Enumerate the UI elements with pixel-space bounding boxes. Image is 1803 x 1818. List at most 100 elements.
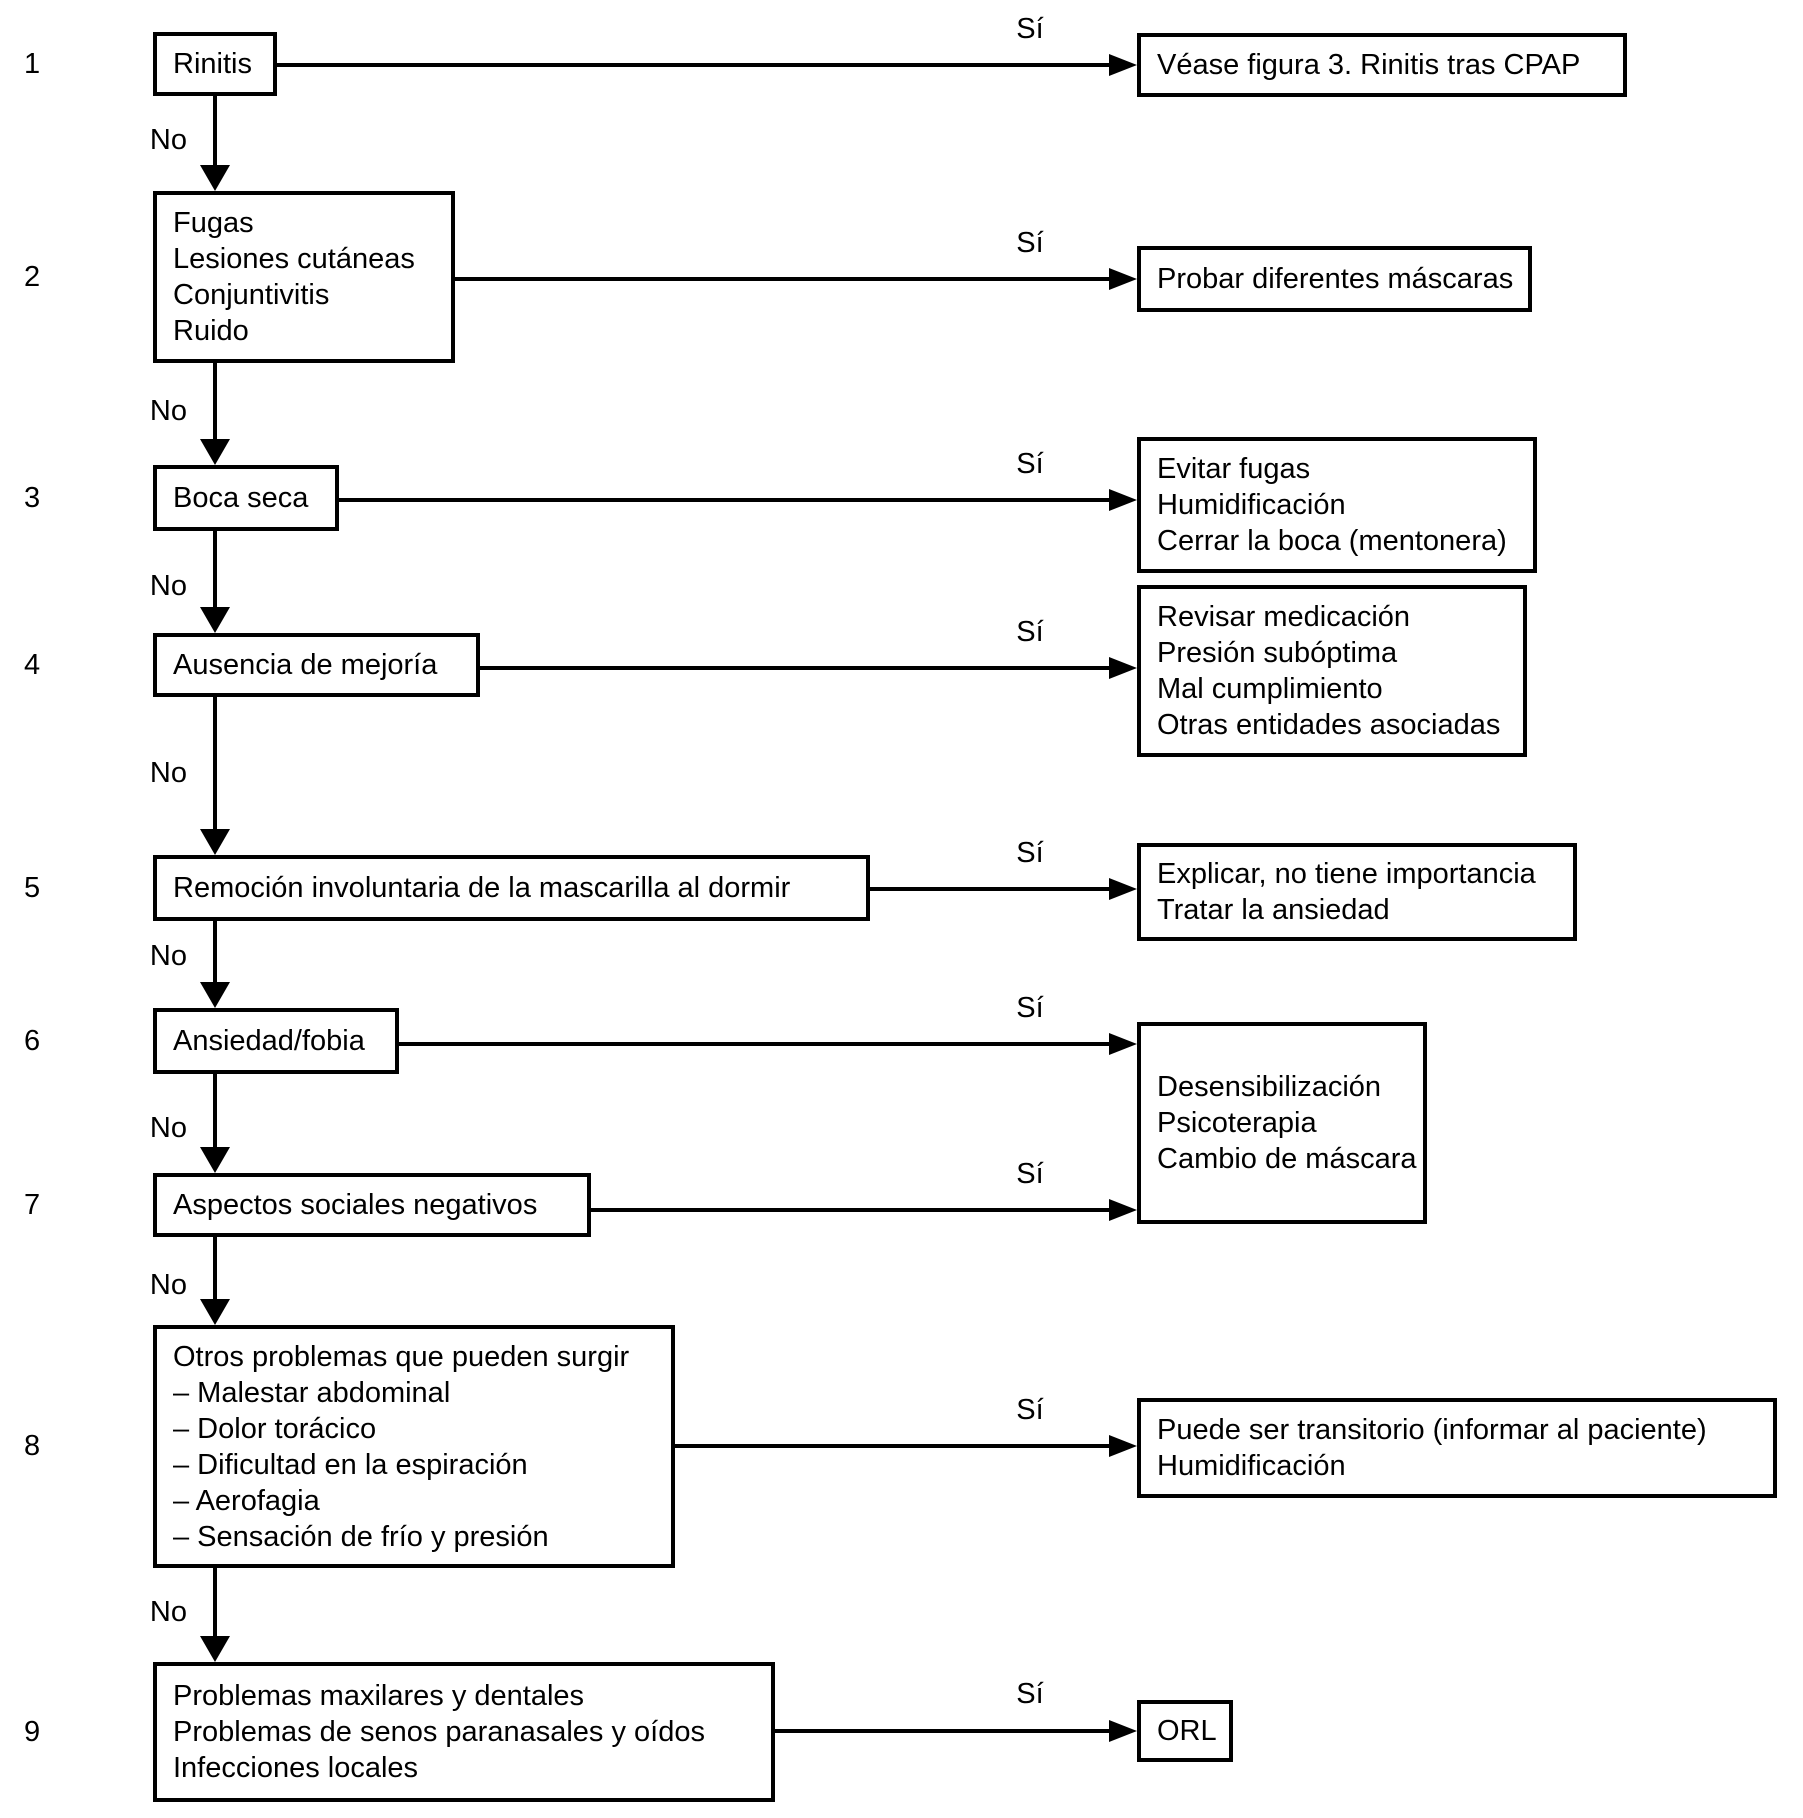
yes-label: Sí (1016, 448, 1044, 480)
result-box-orl-line: ORL (1157, 1715, 1217, 1747)
arrow-right-icon (1109, 54, 1137, 76)
yes-connector-line (277, 63, 1112, 67)
step-number-6: 6 (24, 1025, 41, 1057)
step-box-otros-problemas-line: Otros problemas que pueden surgir (173, 1340, 630, 1373)
step-box-otros-problemas-line: – Sensación de frío y presión (173, 1520, 549, 1553)
step-number-7: 7 (24, 1189, 41, 1221)
yes-connector-line (591, 1208, 1112, 1212)
yes-connector-line (675, 1444, 1112, 1448)
yes-connector-line (455, 277, 1112, 281)
result-box-ansiedad-social-line: Psicoterapia (1157, 1107, 1317, 1139)
step-box-remocion-mascarilla-line: Remoción involuntaria de la mascarilla a… (173, 872, 791, 904)
yes-label: Sí (1016, 1678, 1044, 1710)
step-number-2: 2 (24, 261, 41, 293)
step-box-remocion-mascarilla: Remoción involuntaria de la mascarilla a… (153, 855, 870, 921)
arrow-down-icon (200, 829, 230, 855)
arrow-right-icon (1109, 1033, 1137, 1055)
step-box-fugas-line: Ruido (173, 315, 249, 347)
result-box-ausencia-mejoria-line: Presión subóptima (1157, 637, 1398, 669)
step-box-otros-problemas-line: – Aerofagia (173, 1484, 320, 1517)
step-box-problemas-maxilares-line: Problemas maxilares y dentales (173, 1680, 585, 1712)
result-box-remocion-line: Explicar, no tiene importancia (1157, 858, 1536, 890)
yes-label: Sí (1016, 837, 1044, 869)
result-box-remocion: Explicar, no tiene importancia Tratar la… (1137, 843, 1577, 941)
result-box-ausencia-mejoria-line: Revisar medicación (1157, 601, 1411, 633)
arrow-right-icon (1109, 1720, 1137, 1742)
result-box-ansiedad-social-line: Cambio de máscara (1157, 1143, 1417, 1175)
step-box-aspectos-sociales-line: Aspectos sociales negativos (173, 1189, 538, 1221)
step-box-boca-seca: Boca seca (153, 465, 339, 531)
step-box-otros-problemas: Otros problemas que pueden surgir – Male… (153, 1325, 675, 1568)
no-label: No (149, 940, 187, 972)
result-box-otros-problemas-line: Puede ser transitorio (informar al pacie… (1157, 1414, 1707, 1446)
no-label: No (149, 1269, 187, 1301)
no-label: No (149, 757, 187, 789)
arrow-right-icon (1109, 657, 1137, 679)
step-number-3: 3 (24, 482, 41, 514)
no-connector-line (213, 1074, 217, 1147)
yes-label: Sí (1016, 992, 1044, 1024)
step-box-rinitis: Rinitis (153, 32, 277, 96)
no-connector-line (213, 1568, 217, 1636)
step-box-problemas-maxilares-line: Problemas de senos paranasales y oídos (173, 1716, 705, 1748)
step-box-ansiedad-fobia: Ansiedad/fobia (153, 1008, 399, 1074)
yes-label: Sí (1016, 227, 1044, 259)
step-box-ausencia-mejoria: Ausencia de mejoría (153, 633, 480, 697)
result-box-rinitis-cpap: Véase figura 3. Rinitis tras CPAP (1137, 33, 1627, 97)
step-box-fugas: Fugas Lesiones cutáneas Conjuntivitis Ru… (153, 191, 455, 363)
result-box-probar-mascaras-line: Probar diferentes máscaras (1157, 263, 1514, 295)
result-box-remocion-line: Tratar la ansiedad (1157, 894, 1390, 926)
arrow-down-icon (200, 982, 230, 1008)
step-number-4: 4 (24, 649, 41, 681)
result-box-otros-problemas: Puede ser transitorio (informar al pacie… (1137, 1398, 1777, 1498)
step-number-5: 5 (24, 872, 41, 904)
step-box-problemas-maxilares-line: Infecciones locales (173, 1752, 419, 1784)
result-box-ausencia-mejoria: Revisar medicación Presión subóptima Mal… (1137, 585, 1527, 757)
step-box-fugas-line: Conjuntivitis (173, 279, 330, 311)
no-connector-line (213, 921, 217, 982)
step-number-8: 8 (24, 1430, 41, 1462)
step-number-9: 9 (24, 1716, 41, 1748)
step-box-otros-problemas-line: – Malestar abdominal (173, 1376, 451, 1409)
arrow-down-icon (200, 439, 230, 465)
no-label: No (149, 124, 187, 156)
arrow-down-icon (200, 1636, 230, 1662)
arrow-right-icon (1109, 1199, 1137, 1221)
step-number-1: 1 (24, 48, 41, 80)
yes-label: Sí (1016, 1158, 1044, 1190)
arrow-down-icon (200, 607, 230, 633)
result-box-rinitis-cpap-line: Véase figura 3. Rinitis tras CPAP (1157, 49, 1581, 81)
result-box-orl: ORL (1137, 1700, 1233, 1762)
result-box-boca-seca-line: Humidificación (1157, 489, 1346, 521)
step-box-ansiedad-fobia-line: Ansiedad/fobia (173, 1025, 365, 1057)
no-label: No (149, 1112, 187, 1144)
step-box-otros-problemas-line: – Dolor torácico (173, 1412, 377, 1445)
arrow-down-icon (200, 1147, 230, 1173)
yes-connector-line (870, 887, 1112, 891)
result-box-ausencia-mejoria-line: Otras entidades asociadas (1157, 709, 1501, 741)
step-box-problemas-maxilares: Problemas maxilares y dentales Problemas… (153, 1662, 775, 1802)
step-box-otros-problemas-line: – Dificultad en la espiración (173, 1448, 528, 1481)
yes-connector-line (399, 1042, 1112, 1046)
arrow-down-icon (200, 165, 230, 191)
yes-connector-line (339, 498, 1112, 502)
step-box-ausencia-mejoria-line: Ausencia de mejoría (173, 649, 438, 681)
step-box-boca-seca-line: Boca seca (173, 482, 309, 514)
yes-label: Sí (1016, 616, 1044, 648)
result-box-ansiedad-social-line: Desensibilización (1157, 1071, 1382, 1103)
arrow-right-icon (1109, 878, 1137, 900)
result-box-boca-seca-line: Cerrar la boca (mentonera) (1157, 525, 1507, 557)
arrow-down-icon (200, 1299, 230, 1325)
yes-label: Sí (1016, 13, 1044, 45)
no-connector-line (213, 363, 217, 439)
no-label: No (149, 1596, 187, 1628)
result-box-boca-seca-line: Evitar fugas (1157, 453, 1311, 485)
result-box-ausencia-mejoria-line: Mal cumplimiento (1157, 673, 1383, 705)
result-box-probar-mascaras: Probar diferentes máscaras (1137, 246, 1532, 312)
yes-label: Sí (1016, 1394, 1044, 1426)
arrow-right-icon (1109, 489, 1137, 511)
step-box-fugas-line: Fugas (173, 207, 254, 239)
step-box-aspectos-sociales: Aspectos sociales negativos (153, 1173, 591, 1237)
result-box-ansiedad-social: Desensibilización Psicoterapia Cambio de… (1137, 1022, 1427, 1224)
